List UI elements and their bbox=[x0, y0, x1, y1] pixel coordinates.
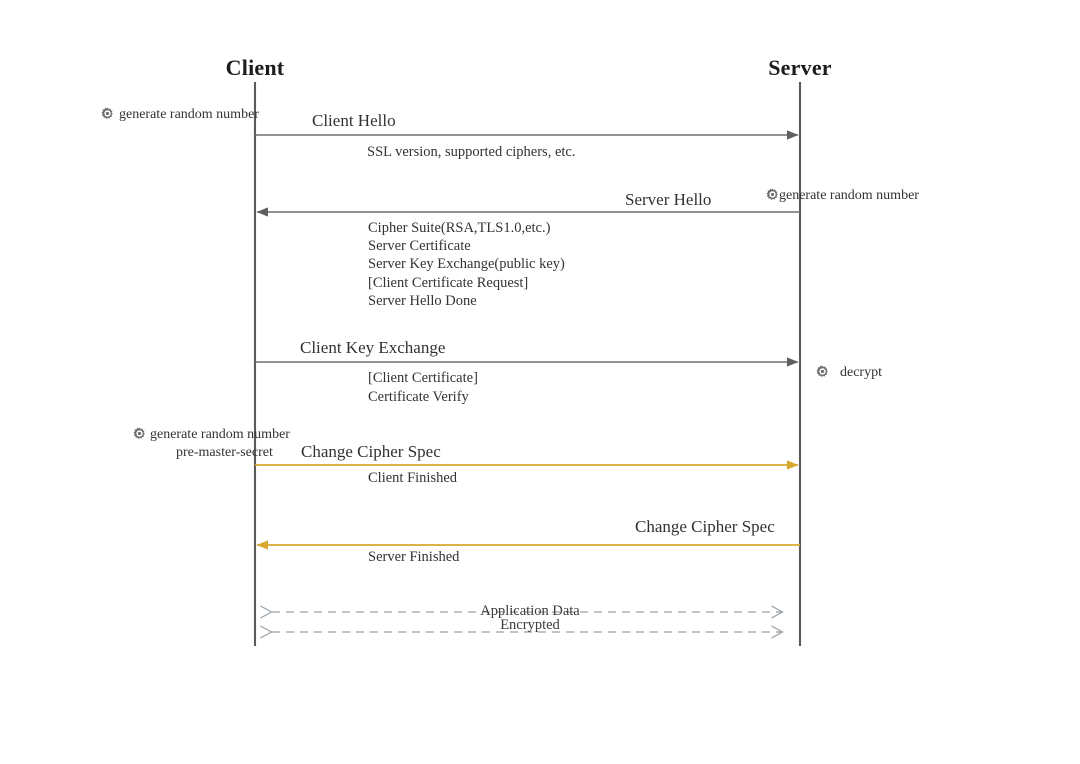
message-label-client-hello: Client Hello bbox=[312, 111, 396, 130]
gear-icon bbox=[100, 107, 115, 122]
message-detail-server-hello-3: [Client Certificate Request] bbox=[368, 275, 529, 291]
message-detail-server-hello-1: Server Certificate bbox=[368, 238, 471, 254]
gear-icon bbox=[132, 427, 147, 442]
label-encrypted: Encrypted bbox=[500, 617, 560, 633]
message-label-client-key-exchange: Client Key Exchange bbox=[300, 338, 446, 357]
note-pre-master-secret: pre-master-secret bbox=[176, 445, 273, 460]
message-detail-client-finished: Client Finished bbox=[368, 470, 458, 486]
message-detail-client-key-exchange-0: [Client Certificate] bbox=[368, 370, 478, 386]
message-label-client-change-cipher-spec: Change Cipher Spec bbox=[301, 442, 441, 461]
note-server-decrypt: decrypt bbox=[840, 365, 882, 380]
label-application-data: Application Data bbox=[480, 603, 580, 619]
note-client-random-2: generate random number bbox=[150, 427, 290, 442]
gear-icon bbox=[815, 365, 830, 380]
message-detail-server-hello-0: Cipher Suite(RSA,TLS1.0,etc.) bbox=[368, 220, 551, 236]
message-detail-server-hello-4: Server Hello Done bbox=[368, 293, 477, 309]
gear-icon bbox=[765, 188, 780, 203]
message-detail-client-hello-0: SSL version, supported ciphers, etc. bbox=[367, 144, 576, 160]
actor-title-server: Server bbox=[768, 55, 832, 80]
actor-title-client: Client bbox=[225, 55, 285, 80]
message-label-server-change-cipher-spec: Change Cipher Spec bbox=[635, 517, 775, 536]
note-server-random: generate random number bbox=[779, 188, 919, 203]
message-label-server-hello: Server Hello bbox=[625, 190, 712, 209]
note-client-random-1: generate random number bbox=[119, 107, 259, 122]
message-detail-server-finished: Server Finished bbox=[368, 549, 460, 565]
message-detail-client-key-exchange-1: Certificate Verify bbox=[368, 389, 469, 405]
message-detail-server-hello-2: Server Key Exchange(public key) bbox=[368, 256, 565, 272]
